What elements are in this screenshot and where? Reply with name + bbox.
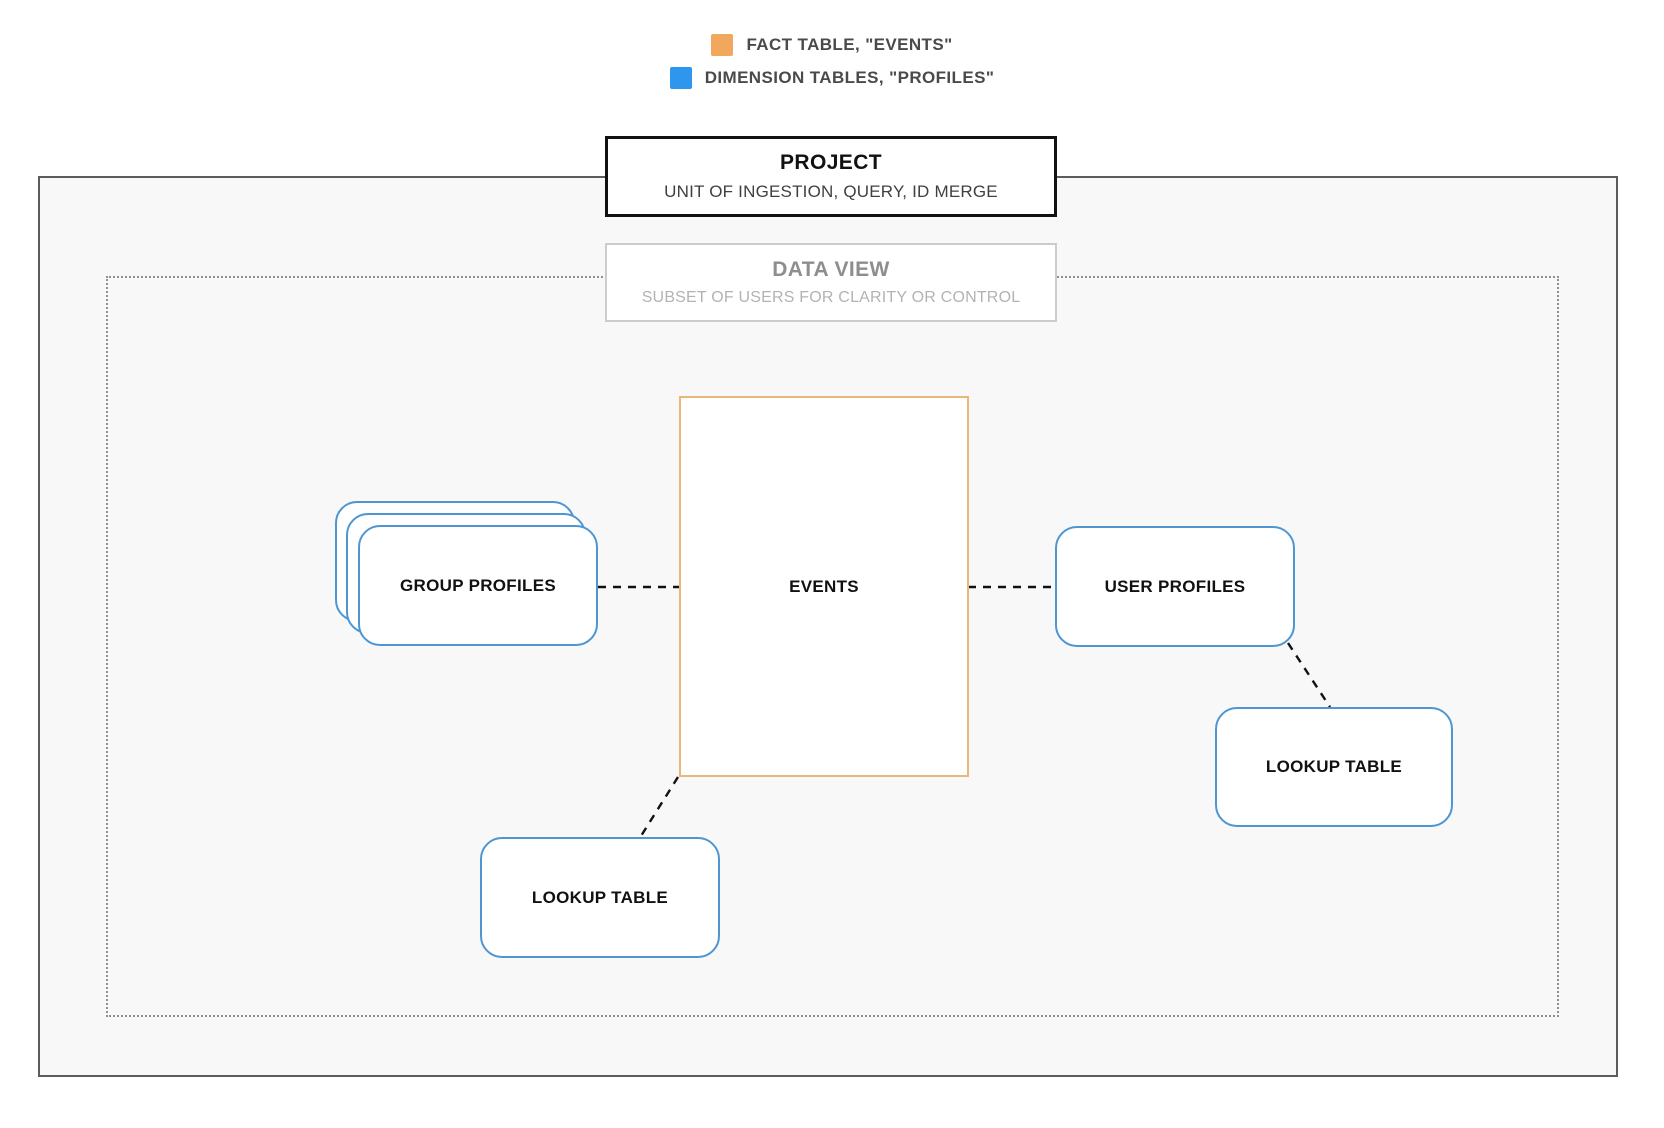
project-header-box: PROJECT UNIT OF INGESTION, QUERY, ID MER… <box>605 136 1057 217</box>
data-view-title: DATA VIEW <box>772 258 890 281</box>
events-label: EVENTS <box>789 576 859 596</box>
events-node: EVENTS <box>679 396 969 777</box>
group-profiles-stack-card-front: GROUP PROFILES <box>358 525 598 646</box>
fact-table-color-swatch <box>711 34 734 56</box>
lookup-table-bottom-label: LOOKUP TABLE <box>531 887 669 907</box>
connector-events-lookup-table <box>639 776 680 837</box>
dimension-tables-color-swatch <box>669 67 692 89</box>
fact-table-legend-label: FACT TABLE, "EVENTS" <box>746 35 953 54</box>
project-title: PROJECT <box>780 151 882 174</box>
project-subtitle: UNIT OF INGESTION, QUERY, ID MERGE <box>664 182 998 201</box>
legend-item-dimension-tables: DIMENSION TABLES, "PROFILES" <box>669 67 995 89</box>
data-view-subtitle: SUBSET OF USERS FOR CLARITY OR CONTROL <box>641 289 1021 306</box>
legend-item-fact-table: FACT TABLE, "EVENTS" <box>711 34 952 56</box>
user-profiles-node: USER PROFILES <box>1055 526 1295 647</box>
group-profiles-label: GROUP PROFILES <box>400 575 556 595</box>
user-profiles-label: USER PROFILES <box>1104 576 1246 596</box>
lookup-table-bottom-node: LOOKUP TABLE <box>480 837 720 958</box>
data-view-header-box: DATA VIEW SUBSET OF USERS FOR CLARITY OR… <box>605 243 1057 322</box>
group-profiles-node: GROUP PROFILES <box>335 501 598 646</box>
dimension-tables-legend-label: DIMENSION TABLES, "PROFILES" <box>704 68 995 87</box>
lookup-table-right-node: LOOKUP TABLE <box>1215 707 1453 827</box>
connector-user-profiles-lookup-table <box>1286 642 1332 708</box>
lookup-table-right-label: LOOKUP TABLE <box>1265 757 1403 776</box>
legend: FACT TABLE, "EVENTS" DIMENSION TABLES, "… <box>0 34 1664 89</box>
